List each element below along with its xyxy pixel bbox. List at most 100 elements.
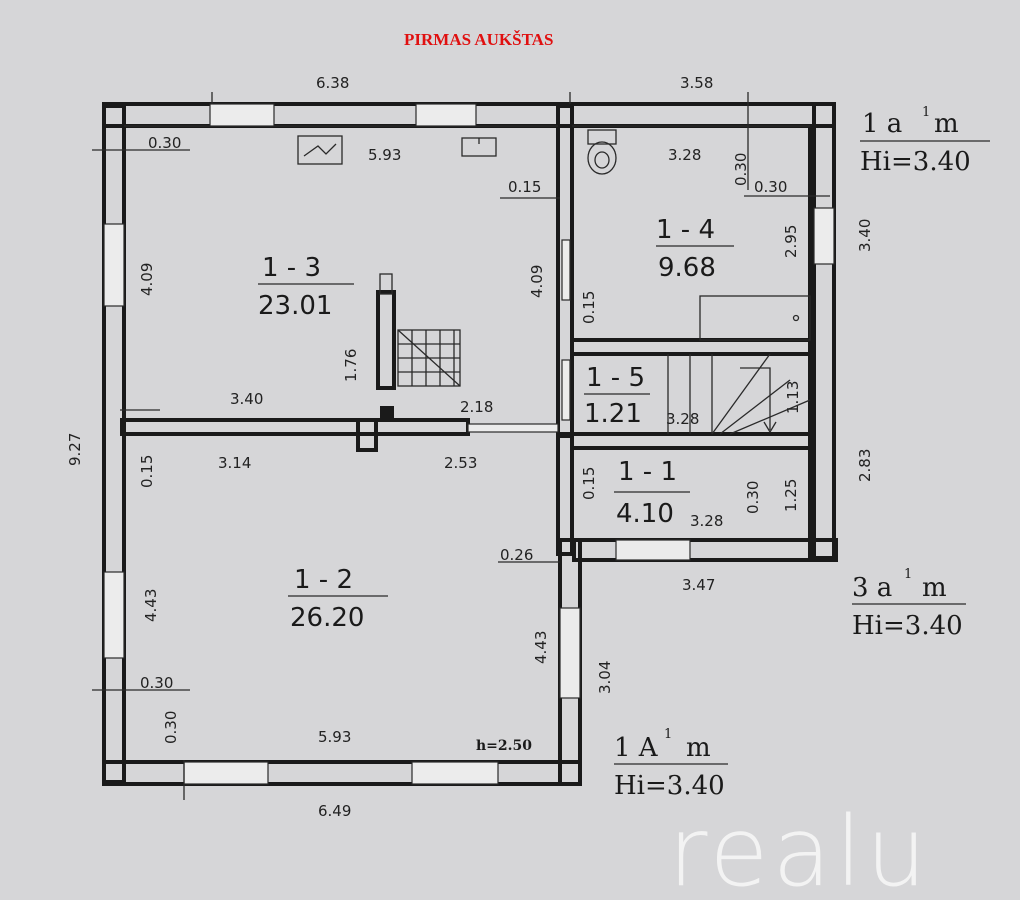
dim-stair-length: 1.76: [342, 349, 360, 382]
marker-1-sup: 1: [922, 105, 930, 120]
door-15: [561, 359, 571, 421]
stove-symbol: [303, 143, 337, 157]
walls: [102, 102, 838, 786]
window-bottom-2: [411, 761, 499, 785]
bathtub-drain: [792, 314, 800, 322]
marker-2-unit: m: [922, 573, 947, 603]
marker-3-label: 1 A: [614, 733, 659, 763]
outer-wall-left: [102, 104, 126, 784]
room-12-id: 1 - 2: [294, 565, 353, 595]
window-top-1: [209, 103, 275, 127]
dim-room12-right-height: 4.43: [532, 631, 550, 664]
room-12-area: 26.20: [290, 603, 364, 633]
room-14-area: 9.68: [658, 253, 716, 283]
window-room11-bottom: [615, 539, 691, 561]
dim-top-right-outer: 3.58: [680, 74, 713, 92]
dim-room13-bottom-left: 3.40: [230, 390, 263, 408]
room-15-id: 1 - 5: [586, 363, 645, 393]
marker-2-label: 3 a: [852, 573, 892, 603]
chimney: [376, 290, 396, 390]
window-left-top: [103, 223, 125, 307]
dim-room12-top-left: 3.14: [218, 454, 251, 472]
outer-wall-right-upper: [812, 102, 836, 562]
marker-3-height: Hi=3.40: [614, 771, 725, 801]
door-corridor: [467, 423, 559, 433]
bathtub-icon: [699, 295, 811, 341]
marker-2-sup: 1: [904, 567, 912, 582]
window-top-2: [415, 103, 477, 127]
window-left-bottom: [103, 571, 125, 659]
dim-wall-bottom-left-v: 0.30: [162, 711, 180, 744]
room-13-area: 23.01: [258, 291, 332, 321]
dim-right-outer-top: 3.40: [856, 219, 874, 252]
windows: [103, 103, 835, 785]
toilet-tank-icon: [587, 129, 617, 145]
watermark-text: realu: [668, 796, 931, 900]
dim-wall-top-right-v: 0.30: [732, 153, 750, 186]
dim-room12-width: 5.93: [318, 728, 351, 746]
dim-stair-room-height: 1.13: [784, 381, 802, 414]
dim-room13-left-height: 4.09: [138, 263, 156, 296]
dim-wall-top-right-h: 0.30: [754, 178, 787, 196]
chimney-base: [380, 406, 394, 420]
dim-left-outer-total: 9.27: [66, 433, 84, 466]
dim-wall-0-26: 0.26: [500, 546, 533, 564]
dim-room12-left-height: 4.43: [142, 589, 160, 622]
room-labels: 1 - 3 23.01 1 - 4 9.68 1 - 5 1.21 1 - 1 …: [258, 215, 716, 633]
stair-grid: [397, 329, 461, 387]
fixtures: [92, 92, 990, 800]
dim-room13-width: 5.93: [368, 146, 401, 164]
level-markers: 1 a 1 m Hi=3.40 3 a 1 m Hi=3.40 1 A 1 m …: [614, 105, 971, 801]
outer-wall-bottom: [102, 760, 582, 786]
room-13-id: 1 - 3: [262, 253, 321, 283]
marker-3-unit: m: [686, 733, 711, 763]
plan-title: PIRMAS AUKŠTAS: [404, 30, 553, 49]
winding-stair: [667, 353, 811, 435]
dim-wall-room11: 0.30: [744, 481, 762, 514]
dim-right-wall-lower: 3.04: [596, 661, 614, 694]
dim-room11-height: 1.25: [782, 479, 800, 512]
marker-1-height: Hi=3.40: [860, 147, 971, 177]
dim-top-left-outer: 6.38: [316, 74, 349, 92]
dim-bottom-outer: 6.49: [318, 802, 351, 820]
partition-15-11: [570, 432, 816, 450]
outer-wall-lower-right: [572, 538, 838, 562]
marker-1-label: 1 a: [862, 109, 902, 139]
partition-12-11: [556, 432, 574, 556]
dim-corridor: 2.18: [460, 398, 493, 416]
dim-room11-width: 3.28: [690, 512, 723, 530]
room-15-area: 1.21: [584, 399, 642, 429]
dimension-ticks: [92, 92, 830, 800]
dim-wall-bottom-left-h: 0.30: [140, 674, 173, 692]
toilet-bowl-icon: [587, 141, 617, 175]
dim-wall-mid-left: 0.15: [138, 455, 156, 488]
ceiling-note: h=2.50: [476, 738, 532, 754]
dim-room11-outer: 3.47: [682, 576, 715, 594]
window-right-top: [813, 207, 835, 265]
dim-room12-top-right: 2.53: [444, 454, 477, 472]
partition-14-15: [570, 338, 816, 356]
dim-wall-partition-13: 0.15: [508, 178, 541, 196]
area-underlines: [258, 140, 990, 765]
stair-stub: [356, 418, 378, 452]
chimney-top: [379, 273, 393, 295]
dim-room13-right-height: 4.09: [528, 265, 546, 298]
marker-1-unit: m: [934, 109, 959, 139]
dim-room14-height: 2.95: [782, 225, 800, 258]
room-11-area: 4.10: [616, 499, 674, 529]
dim-wall-partition-11: 0.15: [580, 467, 598, 500]
door-13-14: [561, 239, 571, 301]
partition-13-12: [120, 418, 470, 436]
marker-3-sup: 1: [664, 727, 672, 742]
dim-right-outer-lower: 2.83: [856, 449, 874, 482]
dimensions: 6.38 3.58 5.93 0.30 0.15 3.28 0.30 0.30 …: [66, 74, 874, 820]
window-bottom-1: [183, 761, 269, 785]
toilet-seat-icon: [594, 151, 610, 169]
dim-room14-width: 3.28: [668, 146, 701, 164]
dim-wall-partition-14: 0.15: [580, 291, 598, 324]
stove-icon: [297, 135, 343, 165]
dim-wall-top-left: 0.30: [148, 134, 181, 152]
room-11-id: 1 - 1: [618, 457, 677, 487]
marker-2-height: Hi=3.40: [852, 611, 963, 641]
